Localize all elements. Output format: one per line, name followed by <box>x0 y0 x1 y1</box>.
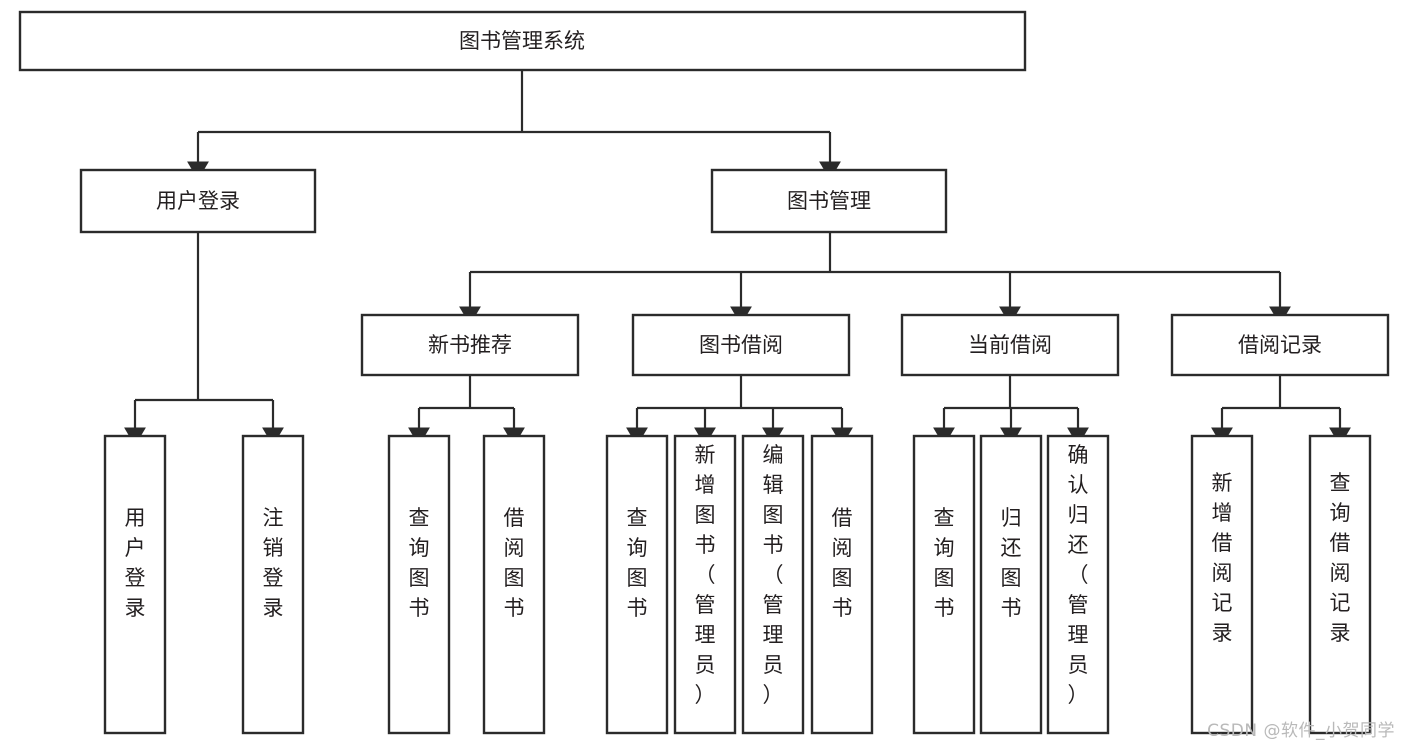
leaf-box[interactable] <box>387 434 451 735</box>
leaf-box[interactable] <box>810 434 874 735</box>
leaf-node[interactable]: 用户登录 <box>103 434 167 735</box>
leaf-label: 确认归还（管理员） <box>1068 443 1089 707</box>
leaf-label: 归还图书 <box>1001 506 1022 620</box>
node-user-login-box[interactable] <box>79 168 317 234</box>
leaf-node[interactable]: 查询图书 <box>912 434 976 735</box>
node-borrow-record-label: 借阅记录 <box>1238 333 1322 357</box>
leaf-label: 新增图书（管理员） <box>695 443 716 707</box>
edge-group-user-login <box>124 232 284 447</box>
node-book-manage[interactable]: 图书管理 <box>710 168 948 234</box>
leaf-label: 用户登录 <box>125 506 146 620</box>
edge-group-book-manage <box>459 232 1291 326</box>
node-user-login[interactable]: 用户登录 <box>79 168 317 234</box>
leaf-label: 注销登录 <box>263 506 284 620</box>
node-user-login-label: 用户登录 <box>156 189 240 213</box>
leaf-node[interactable]: 查询图书 <box>387 434 451 735</box>
edge-group-book-borrow <box>626 375 853 447</box>
leaf-node[interactable]: 借阅图书 <box>810 434 874 735</box>
leaf-node[interactable]: 确认归还（管理员） <box>1046 434 1110 735</box>
leaf-node[interactable]: 借阅图书 <box>482 434 546 735</box>
node-borrow-record-box[interactable] <box>1170 313 1390 377</box>
node-book-borrow[interactable]: 图书借阅 <box>631 313 851 377</box>
node-current-borrow-box[interactable] <box>900 313 1120 377</box>
node-book-borrow-label: 图书借阅 <box>699 333 783 357</box>
node-root[interactable]: 图书管理系统 <box>18 10 1027 72</box>
leaf-node[interactable]: 编辑图书（管理员） <box>741 434 805 735</box>
node-new-book-recommend-box[interactable] <box>360 313 580 377</box>
leaf-box[interactable] <box>241 434 305 735</box>
leaf-label: 新增借阅记录 <box>1212 471 1233 645</box>
node-new-book-recommend[interactable]: 新书推荐 <box>360 313 580 377</box>
leaf-box[interactable] <box>741 434 805 735</box>
leaf-label: 编辑图书（管理员） <box>763 443 784 707</box>
leaf-node[interactable]: 新增图书（管理员） <box>673 434 737 735</box>
leaf-box[interactable] <box>605 434 669 735</box>
leaf-group-new-book-recommend: 查询图书 借阅图书 <box>387 434 546 735</box>
node-borrow-record[interactable]: 借阅记录 <box>1170 313 1390 377</box>
leaf-box[interactable] <box>912 434 976 735</box>
leaf-box[interactable] <box>482 434 546 735</box>
node-root-label: 图书管理系统 <box>459 29 585 53</box>
node-current-borrow-label: 当前借阅 <box>968 333 1052 357</box>
csdn-watermark: CSDN @软件_小贺同学 <box>1207 721 1395 741</box>
leaf-node[interactable]: 注销登录 <box>241 434 305 735</box>
edge-group-new-book <box>408 375 525 447</box>
leaf-box[interactable] <box>1046 434 1110 735</box>
leaf-label: 查询图书 <box>934 506 955 620</box>
leaf-label: 查询图书 <box>409 506 430 620</box>
leaf-label: 查询借阅记录 <box>1330 471 1351 645</box>
leaf-node[interactable]: 查询图书 <box>605 434 669 735</box>
leaf-node[interactable]: 新增借阅记录 <box>1190 434 1254 735</box>
leaf-group-user-login: 用户登录 注销登录 <box>103 434 305 735</box>
leaf-group-borrow-record: 新增借阅记录 查询借阅记录 <box>1190 434 1372 735</box>
leaf-node[interactable]: 查询借阅记录 <box>1308 434 1372 735</box>
node-root-box[interactable] <box>18 10 1027 72</box>
leaf-box[interactable] <box>1190 434 1254 735</box>
node-current-borrow[interactable]: 当前借阅 <box>900 313 1120 377</box>
edge-group-root <box>187 70 841 181</box>
leaf-label: 借阅图书 <box>832 506 853 620</box>
edge-group-borrow-record <box>1211 375 1351 447</box>
leaf-group-book-borrow: 查询图书 新增图书（管理员） 编辑图书（管理员） 借阅图书 <box>605 434 874 735</box>
leaf-label: 借阅图书 <box>504 506 525 620</box>
node-book-manage-label: 图书管理 <box>787 189 871 213</box>
edge-group-current-borrow <box>933 375 1089 447</box>
leaf-box[interactable] <box>979 434 1043 735</box>
leaf-node[interactable]: 归还图书 <box>979 434 1043 735</box>
leaf-box[interactable] <box>673 434 737 735</box>
leaf-group-current-borrow: 查询图书 归还图书 确认归还（管理员） <box>912 434 1110 735</box>
leaf-box[interactable] <box>103 434 167 735</box>
node-new-book-recommend-label: 新书推荐 <box>428 333 512 357</box>
node-book-manage-box[interactable] <box>710 168 948 234</box>
leaf-label: 查询图书 <box>627 506 648 620</box>
node-book-borrow-box[interactable] <box>631 313 851 377</box>
leaf-box[interactable] <box>1308 434 1372 735</box>
